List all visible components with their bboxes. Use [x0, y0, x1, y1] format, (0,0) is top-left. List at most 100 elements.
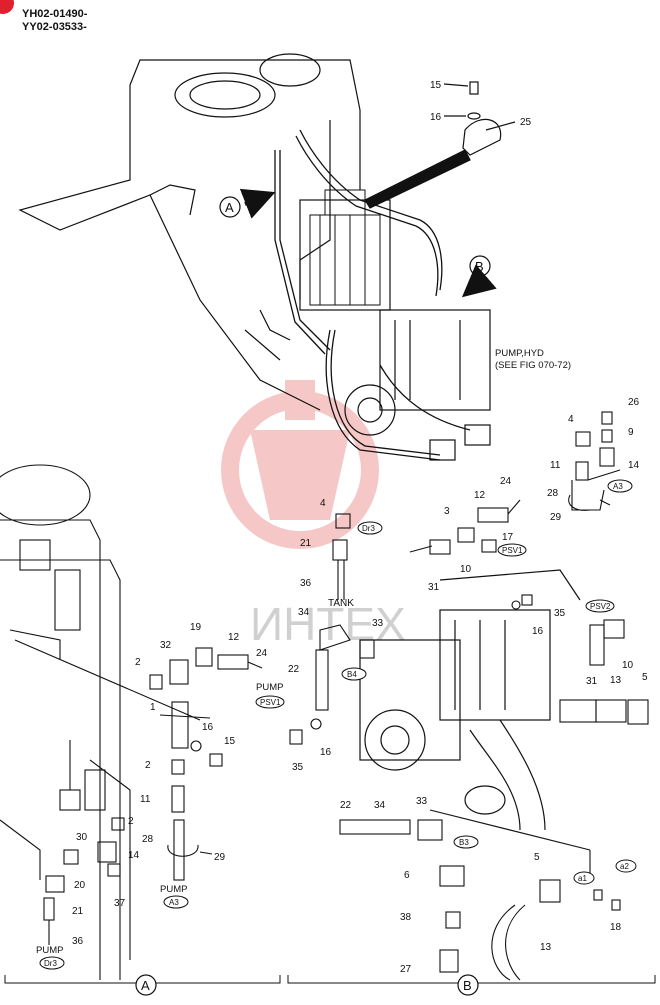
callout-31-vb: 31 [586, 676, 598, 687]
view-b-pump-body [359, 569, 581, 831]
pilot-hoses [274, 129, 471, 461]
callout-34-vb: 34 [298, 607, 310, 618]
tank-label: TANK [328, 598, 354, 609]
top-right-fittings [568, 411, 621, 511]
port-tag-b4: B4 [341, 667, 367, 681]
pump-psv1-label: PUMP [256, 682, 283, 693]
pump-dr3-label: PUMP [36, 945, 63, 956]
svg-text:A: A [141, 978, 150, 993]
callout-21-va: 21 [72, 906, 84, 917]
callout-33-vb: 33 [372, 618, 384, 629]
callout-29-tr: 29 [550, 512, 562, 523]
callout-15-top: 15 [430, 80, 442, 91]
callout-28-va: 28 [142, 834, 154, 845]
callout-16-top: 16 [430, 112, 442, 123]
pump-hyd-note-1: PUMP,HYD [495, 348, 544, 359]
port-tag-a1: a1 [573, 871, 595, 885]
port-tag-b3: B3 [453, 835, 479, 849]
svg-text:PSV1: PSV1 [502, 546, 523, 555]
callout-4-tr: 4 [568, 414, 574, 425]
view-a-marker: A [219, 188, 276, 219]
callout-3-um: 3 [444, 506, 450, 517]
callout-24-tr: 24 [500, 476, 512, 487]
hydraulic-pump-top [344, 309, 491, 461]
callout-14-tr: 14 [628, 460, 640, 471]
callout-13-vb-2: 13 [540, 942, 552, 953]
callout-34-vb-2: 34 [374, 800, 386, 811]
view-b-fittings [289, 594, 649, 981]
callout-16-vb-1: 16 [320, 747, 332, 758]
svg-text:a2: a2 [620, 862, 629, 871]
callout-35-vb-2: 35 [554, 608, 566, 619]
port-tag-a3-va: A3 [163, 895, 189, 909]
callout-29-va: 29 [214, 852, 226, 863]
callout-38-vb: 38 [400, 912, 412, 923]
svg-text:a1: a1 [578, 874, 587, 883]
view-b-footer-marker: B [457, 974, 479, 996]
callout-20-va: 20 [74, 880, 86, 891]
svg-text:PSV2: PSV2 [590, 602, 611, 611]
svg-text:A3: A3 [613, 482, 623, 491]
callout-24-va: 24 [256, 648, 268, 659]
callout-17-um: 17 [502, 532, 514, 543]
svg-text:B4: B4 [347, 670, 357, 679]
callout-16-va: 16 [202, 722, 214, 733]
svg-text:Dr3: Dr3 [44, 959, 57, 968]
port-tag-dr3-va: Dr3 [39, 956, 65, 970]
callout-5-vb-1: 5 [642, 672, 648, 683]
callout-6-vb: 6 [404, 870, 410, 881]
upper-middle-fittings [332, 499, 521, 600]
callout-26-tr: 26 [628, 397, 640, 408]
svg-text:B: B [475, 259, 484, 274]
port-tag-a2: a2 [615, 859, 637, 873]
serial-range-2: YY02-03533- [22, 21, 87, 33]
callout-33-vb-2: 33 [416, 796, 428, 807]
callout-2-va-2: 2 [145, 760, 151, 771]
callout-14-va: 14 [128, 850, 140, 861]
callout-5-vb-2: 5 [534, 852, 540, 863]
callout-10-vb: 10 [622, 660, 634, 671]
callout-9-tr: 9 [628, 427, 634, 438]
top-clamp [364, 81, 516, 209]
machine-body-outline [18, 53, 391, 411]
svg-text:B: B [463, 978, 472, 993]
callout-25-top: 25 [520, 117, 532, 128]
callout-28-tr: 28 [547, 488, 559, 499]
callout-12-va: 12 [228, 632, 240, 643]
view-b-marker: B [461, 255, 497, 298]
pump-hyd-note-2: (SEE FIG 070-72) [495, 360, 571, 371]
callout-22-vb: 22 [288, 664, 300, 675]
svg-text:PSV1: PSV1 [260, 698, 281, 707]
callout-12-um: 12 [474, 490, 486, 501]
watermark-text: ИНТЕХ [250, 598, 406, 650]
port-tag-psv1-va: PSV1 [255, 695, 285, 709]
control-valve-bank [309, 189, 381, 306]
callout-36-va: 36 [72, 936, 84, 947]
callout-19-va: 19 [190, 622, 202, 633]
callout-10-um: 10 [460, 564, 472, 575]
view-a-fittings [43, 647, 263, 945]
svg-text:Dr3: Dr3 [362, 524, 375, 533]
callout-31-um: 31 [428, 582, 440, 593]
corner-red-mark [0, 0, 14, 14]
callout-11-tr: 11 [550, 460, 561, 471]
callout-18-vb: 18 [610, 922, 622, 933]
callout-15-va: 15 [224, 736, 236, 747]
port-tag-psv2: PSV2 [585, 599, 615, 613]
view-a-engine-outline [0, 464, 201, 980]
callout-22-vb-2: 22 [340, 800, 352, 811]
view-a-footer-marker: A [135, 974, 157, 996]
callout-27-vb: 27 [400, 964, 412, 975]
serial-range-1: YH02-01490- [22, 8, 88, 20]
callout-32-va: 32 [160, 640, 172, 651]
svg-text:B3: B3 [459, 838, 469, 847]
callout-2-va-3: 2 [128, 816, 134, 827]
pump-a3-label: PUMP [160, 884, 187, 895]
callout-37-va: 37 [114, 898, 126, 909]
callout-21-um: 21 [300, 538, 312, 549]
port-tag-psv1-top: PSV1 [497, 543, 527, 557]
port-tag-dr3-top: Dr3 [357, 521, 383, 535]
callout-16-vb-2: 16 [532, 626, 544, 637]
